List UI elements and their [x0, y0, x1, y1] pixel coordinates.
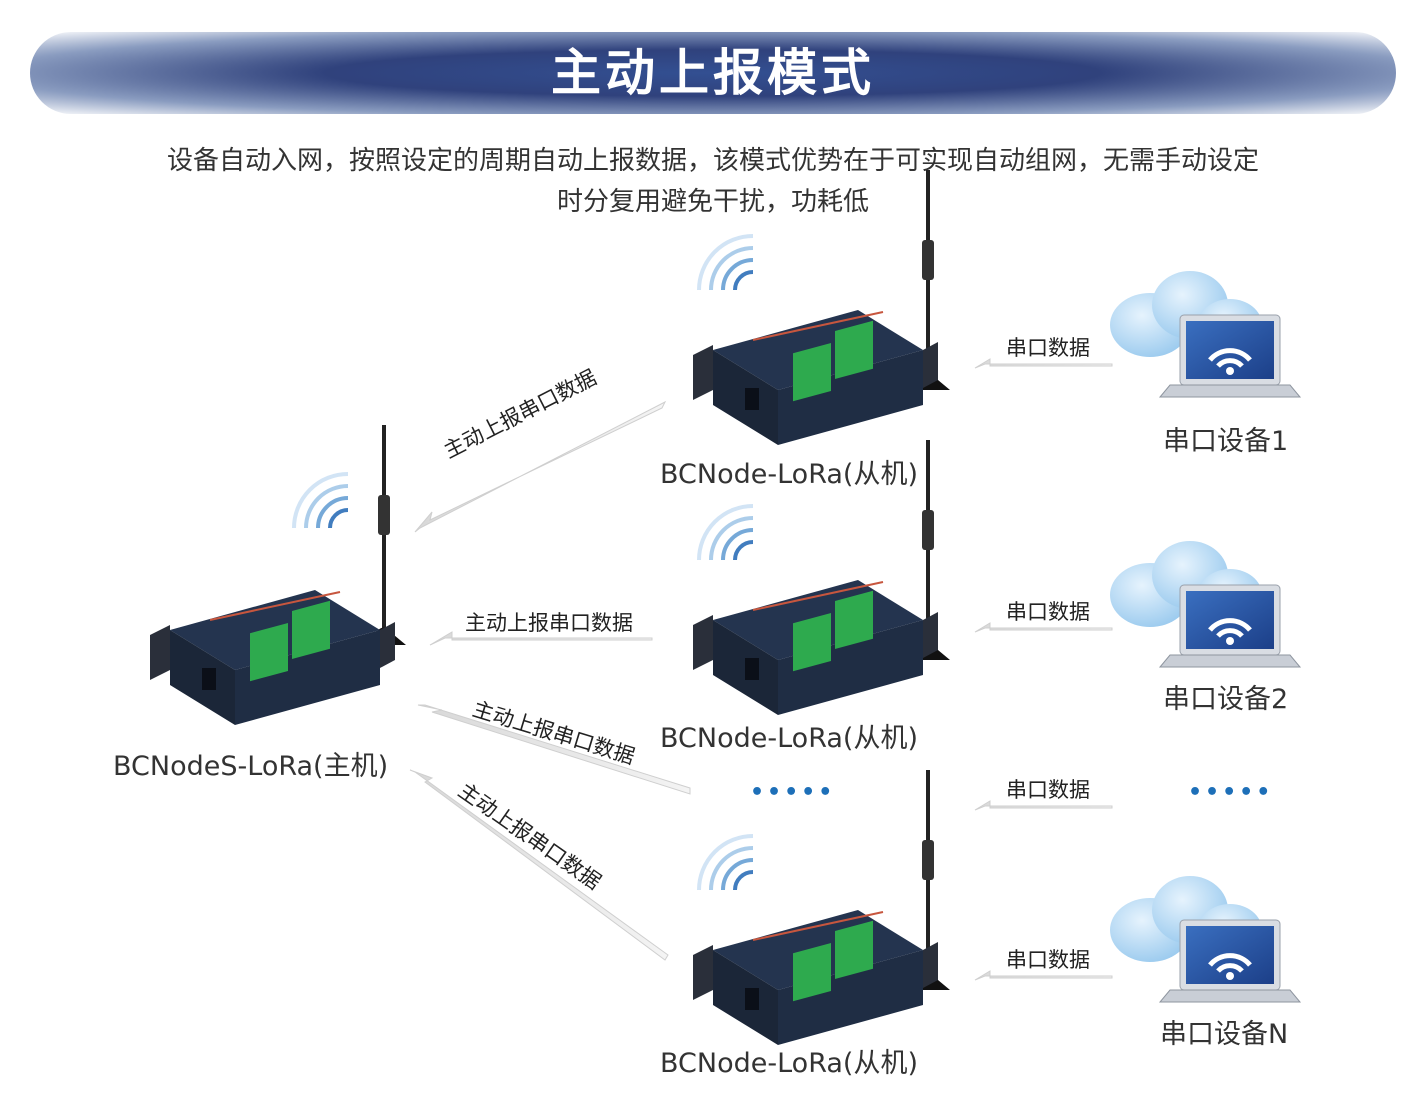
- serial-device-2-label: 串口设备2: [1163, 684, 1289, 715]
- serial-arrow-4: [974, 970, 1113, 981]
- serial-label-1: 串口数据: [1006, 336, 1090, 360]
- serial-device-2-graphic: [1110, 541, 1300, 667]
- serial-label-3: 串口数据: [1006, 778, 1090, 802]
- report-arrow-2: [429, 631, 653, 646]
- slave-device-1-label: BCNode-LoRa(从机): [660, 459, 918, 490]
- serial-device-3-label: 串口设备N: [1160, 1019, 1289, 1050]
- master-device-graphic: [149, 423, 408, 726]
- page-title: 主动上报模式: [551, 44, 875, 102]
- serial-arrow-3: [974, 800, 1113, 811]
- description-line-1: 设备自动入网，按照设定的周期自动上报数据，该模式优势在于可实现自动组网，无需手动…: [166, 146, 1259, 176]
- serial-label-4: 串口数据: [1006, 948, 1090, 972]
- slave-device-3-label: BCNode-LoRa(从机): [660, 1048, 918, 1079]
- slave-device-2-label: BCNode-LoRa(从机): [660, 723, 918, 754]
- report-arrow-3: [417, 704, 691, 795]
- slave-device-3-graphic: [692, 768, 952, 1046]
- more-serial-devices-ellipsis: •••••: [1188, 780, 1274, 805]
- report-arrow-4: [409, 769, 669, 961]
- master-device-label: BCNodeS-LoRa(主机): [113, 751, 389, 782]
- serial-device-3-graphic: [1110, 876, 1300, 1002]
- serial-device-1-graphic: [1110, 271, 1300, 397]
- serial-arrow-2: [974, 622, 1113, 633]
- serial-label-2: 串口数据: [1006, 600, 1090, 624]
- more-slaves-ellipsis: •••••: [750, 780, 836, 805]
- slave-device-1-graphic: [692, 168, 952, 446]
- title-banner: [30, 32, 1396, 114]
- serial-arrow-1: [974, 358, 1113, 369]
- serial-device-1-label: 串口设备1: [1163, 426, 1289, 457]
- report-arrow-1: [414, 400, 667, 533]
- description-line-2: 时分复用避免干扰，功耗低: [556, 187, 869, 217]
- report-label-2: 主动上报串口数据: [465, 611, 633, 635]
